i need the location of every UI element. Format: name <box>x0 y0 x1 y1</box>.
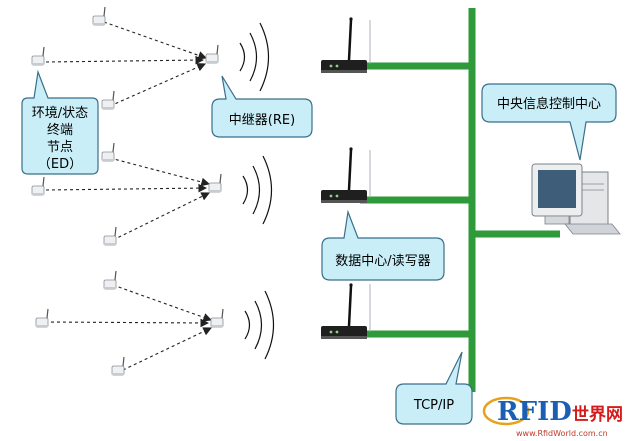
router-icon <box>319 146 369 205</box>
end-node-label-line1: 环境/状态 <box>32 106 88 121</box>
sensor-node-icon <box>92 6 106 26</box>
logo-url: www.RfidWorld.com.cn <box>516 429 608 438</box>
readers <box>319 16 369 341</box>
sensor-node-icon <box>35 308 49 328</box>
sensor-node-icon <box>103 226 117 246</box>
sensor-node-icon <box>101 90 115 110</box>
end-node-label-line4: （ED） <box>38 157 82 172</box>
sensor-node-icon <box>103 270 117 290</box>
wireless-links <box>44 21 213 371</box>
router-icon <box>319 282 369 341</box>
end-node-label-line2: 终端 <box>47 122 73 138</box>
end-node-label-line3: 节点 <box>47 140 73 155</box>
repeater-icon <box>208 173 222 193</box>
central-control-label: 中央信息控制中心 <box>497 96 601 112</box>
logo-brand-cn: 世界网 <box>572 405 623 425</box>
logo-brand-letters: RFID <box>497 397 572 427</box>
callout-end-node: 环境/状态 终端 节点 （ED） <box>21 69 99 175</box>
router-icon <box>319 16 369 75</box>
rfid-world-logo: RFID 世界网 www.RfidWorld.com.cn <box>482 396 623 438</box>
radio-wave-icon <box>244 290 275 360</box>
sensor-node-icon <box>101 142 115 162</box>
repeater-icon <box>205 44 219 64</box>
repeaters <box>205 44 224 328</box>
end-nodes <box>31 6 125 376</box>
callout-tcp-ip: TCP/IP <box>395 351 473 425</box>
callout-central-control: 中央信息控制中心 <box>481 83 617 161</box>
radio-wave-icon <box>242 155 273 225</box>
sensor-node-icon <box>111 356 125 376</box>
sensor-node-icon <box>31 176 45 196</box>
callout-data-center: 数据中心/读写器 <box>321 209 445 281</box>
computer-icon <box>531 163 621 235</box>
radio-waves <box>239 22 275 360</box>
repeater-label: 中继器(RE) <box>229 113 295 128</box>
callout-repeater: 中继器(RE) <box>211 75 313 138</box>
repeater-icon <box>210 308 224 328</box>
tcp-ip-label: TCP/IP <box>413 398 454 413</box>
network-bus <box>360 8 560 392</box>
radio-wave-icon <box>239 22 270 92</box>
data-center-label: 数据中心/读写器 <box>335 254 430 269</box>
sensor-node-icon <box>31 46 45 66</box>
